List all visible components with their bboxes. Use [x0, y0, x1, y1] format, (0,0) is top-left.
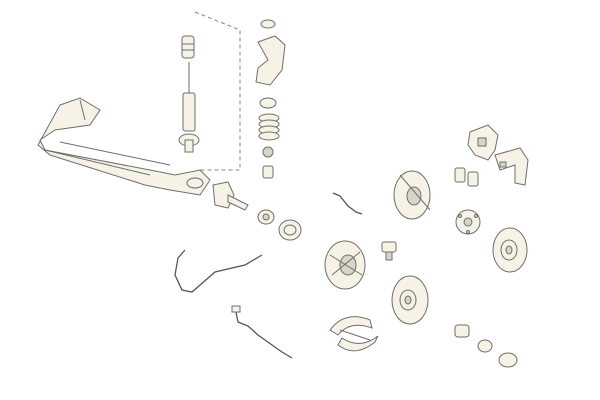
disc-shield-part[interactable] — [393, 170, 431, 220]
assembly-bracket — [194, 11, 241, 171]
brake-caliper-part[interactable] — [467, 124, 499, 161]
brake-shoes-part[interactable] — [329, 316, 379, 352]
brake-backing-plate-part[interactable] — [324, 240, 366, 290]
coil-spring-part[interactable] — [258, 113, 280, 179]
wheel-hub-part[interactable] — [455, 209, 481, 235]
axle-bushing-part[interactable] — [454, 324, 518, 368]
shock-absorber-part[interactable] — [178, 62, 200, 153]
bump-stop-part[interactable] — [181, 35, 195, 59]
caliper-carrier-part[interactable] — [494, 147, 529, 186]
abs-ring-part[interactable] — [278, 219, 302, 241]
brake-drum-part[interactable] — [391, 275, 429, 325]
handbrake-cable-part[interactable] — [174, 249, 263, 293]
wheel-cylinder-part[interactable] — [381, 241, 397, 261]
brake-disc-part[interactable] — [492, 227, 528, 273]
rear-axle-beam-part[interactable] — [37, 97, 211, 196]
brake-pads-part[interactable] — [454, 167, 479, 187]
abs-sensor-part[interactable] — [231, 305, 293, 359]
wheel-bearing-part[interactable] — [257, 209, 275, 225]
stub-axle-part[interactable] — [212, 181, 249, 211]
brake-hose-part[interactable] — [332, 192, 363, 215]
top-mount-part[interactable] — [255, 19, 286, 109]
